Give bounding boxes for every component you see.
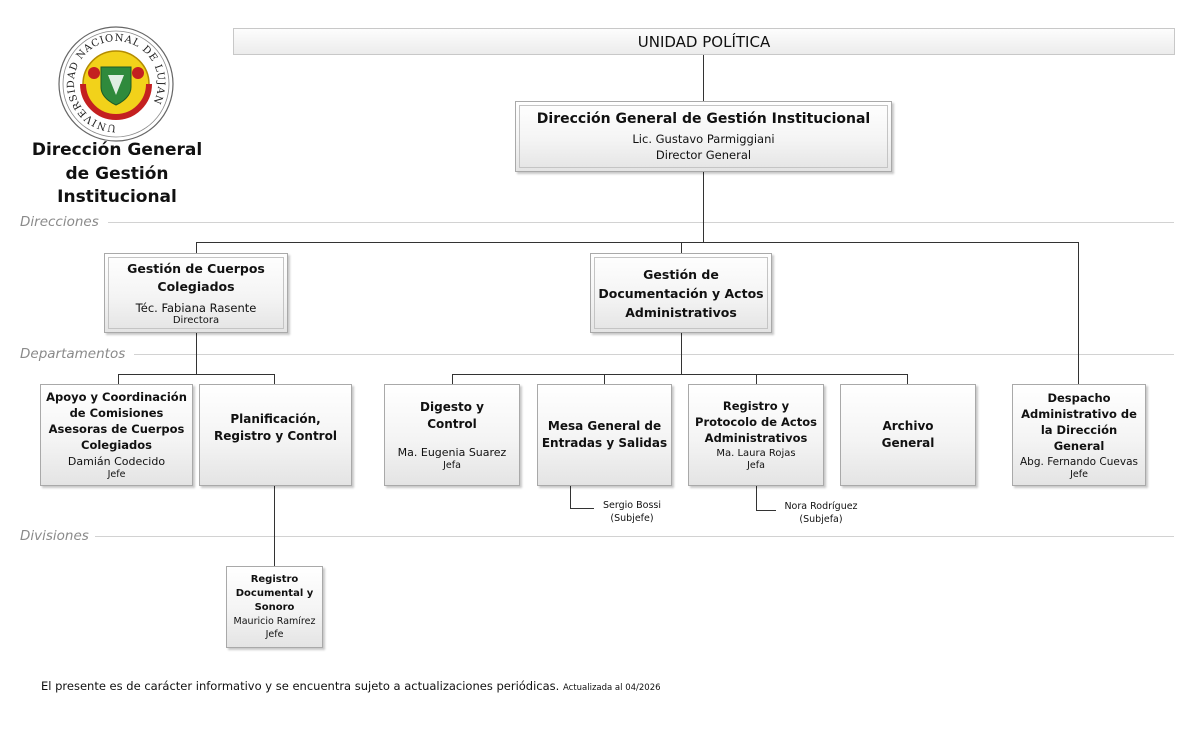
node-role: Jefe	[1070, 468, 1088, 480]
note-person: Nora Rodríguez	[784, 501, 858, 512]
node-person: Ma. Laura Rojas	[716, 448, 796, 459]
node-title: Registro y Protocolo de Actos Administra…	[695, 399, 817, 445]
connector	[756, 510, 776, 511]
level-line-divisiones	[95, 536, 1174, 537]
node-title: Apoyo y Coordinación de Comisiones Aseso…	[46, 390, 187, 452]
note-person: Sergio Bossi	[603, 500, 661, 511]
node-person: Téc. Fabiana Rasente	[135, 301, 257, 315]
node-registro-documental: Registro Documental y Sonoro Mauricio Ra…	[226, 566, 323, 648]
node-despacho-administrativo: Despacho Administrativo de la Dirección …	[1012, 384, 1146, 486]
connector	[196, 242, 197, 253]
connector	[756, 374, 757, 384]
connector	[756, 486, 757, 510]
footer-updated: Actualizada al 04/2026	[562, 683, 661, 693]
connector	[907, 374, 908, 384]
connector	[196, 333, 197, 374]
node-role: Jefa	[747, 460, 765, 471]
node-archivo-general: Archivo General	[840, 384, 976, 486]
connector	[1078, 242, 1079, 384]
footer-text: El presente es de carácter informativo y…	[41, 679, 560, 693]
subjefe-mesa: Sergio Bossi (Subjefe)	[595, 499, 669, 525]
level-label-direcciones: Direcciones	[20, 214, 99, 230]
node-title: Despacho Administrativo de la Dirección …	[1021, 390, 1137, 453]
note-role: (Subjefa)	[799, 514, 843, 525]
node-digesto-control: Digesto y Control Ma. Eugenia Suarez Jef…	[384, 384, 520, 486]
connector	[196, 242, 1079, 243]
connector	[703, 55, 704, 101]
node-title: Gestión de Cuerpos Colegiados	[127, 261, 265, 294]
node-title: Archivo General	[881, 419, 935, 450]
connector	[604, 374, 605, 384]
connector	[274, 374, 275, 384]
node-planificacion-registro: Planificación, Registro y Control	[199, 384, 352, 486]
connector	[452, 374, 908, 375]
connector	[452, 374, 453, 384]
node-title: Gestión de Documentación y Actos Adminis…	[598, 266, 764, 320]
level-label-departamentos: Departamentos	[20, 346, 126, 362]
side-title: Dirección General de Gestión Institucion…	[31, 140, 203, 207]
node-registro-protocolo: Registro y Protocolo de Actos Administra…	[688, 384, 824, 486]
node-person: Damián Codecido	[67, 455, 166, 468]
university-logo: UNIVERSIDAD NACIONAL DE LUJAN	[56, 25, 176, 143]
level-label-divisiones: Divisiones	[20, 528, 89, 544]
connector	[681, 333, 682, 374]
node-title: Dirección General de Gestión Institucion…	[536, 110, 871, 127]
node-person: Ma. Eugenia Suarez	[397, 445, 507, 459]
connector	[681, 242, 682, 253]
node-title: Digesto y Control	[420, 399, 484, 431]
node-role: Jefe	[265, 629, 284, 640]
node-person: Mauricio Ramírez	[233, 616, 316, 627]
unit-title: UNIDAD POLÍTICA	[637, 32, 771, 51]
connector	[570, 486, 571, 508]
connector	[274, 486, 275, 566]
node-title: Planificación, Registro y Control	[214, 412, 337, 443]
node-title: Mesa General de Entradas y Salidas	[541, 419, 668, 450]
node-title: Registro Documental y Sonoro	[235, 574, 314, 613]
node-role: Jefa	[443, 459, 461, 471]
unit-title-bar: UNIDAD POLÍTICA	[233, 28, 1175, 55]
level-line-direcciones	[108, 222, 1174, 223]
node-role: Directora	[172, 315, 220, 326]
node-person: Lic. Gustavo Parmiggiani	[632, 131, 775, 146]
node-gestion-documentacion: Gestión de Documentación y Actos Adminis…	[590, 253, 772, 333]
node-direccion-general: Dirección General de Gestión Institucion…	[515, 101, 892, 172]
level-line-departamentos	[134, 354, 1174, 355]
connector	[118, 374, 119, 384]
node-role: Director General	[655, 147, 752, 162]
connector	[570, 508, 594, 509]
connector	[703, 172, 704, 242]
footer-note: El presente es de carácter informativo y…	[41, 679, 661, 693]
node-role: Jefe	[107, 469, 126, 480]
node-gestion-cuerpos-colegiados: Gestión de Cuerpos Colegiados Téc. Fabia…	[104, 253, 288, 333]
node-apoyo-coordinacion: Apoyo y Coordinación de Comisiones Aseso…	[40, 384, 193, 486]
node-mesa-general: Mesa General de Entradas y Salidas	[537, 384, 672, 486]
subjefa-registro: Nora Rodríguez (Subjefa)	[778, 500, 864, 526]
note-role: (Subjefe)	[610, 513, 654, 524]
node-person: Abg. Fernando Cuevas	[1020, 455, 1138, 468]
connector	[118, 374, 275, 375]
